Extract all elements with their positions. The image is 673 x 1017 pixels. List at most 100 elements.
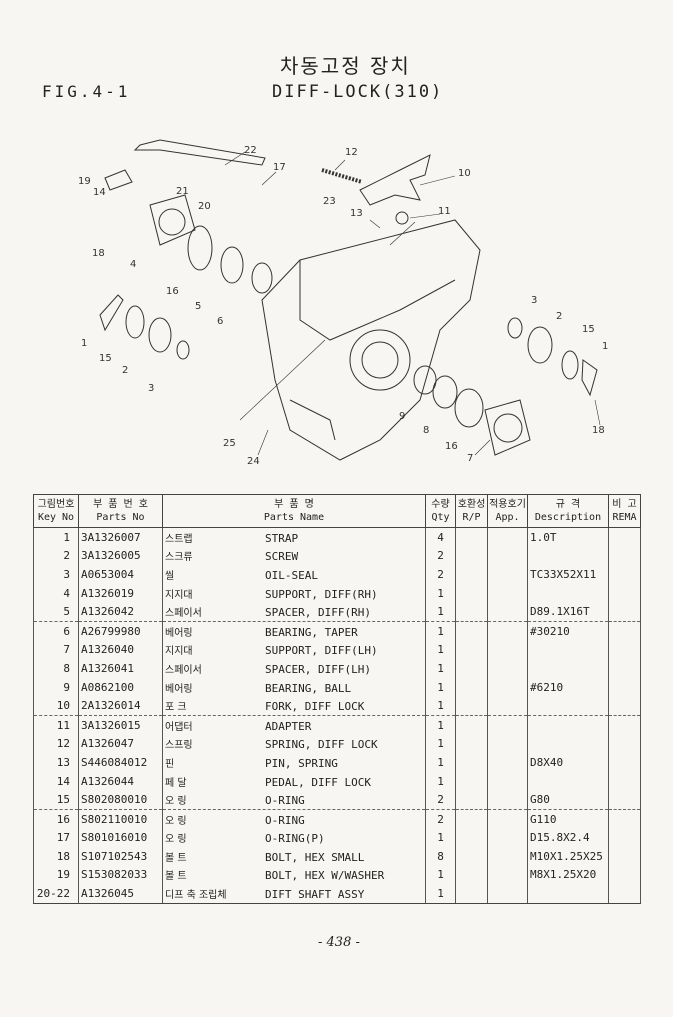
fork	[359, 154, 431, 206]
remarks	[608, 527, 641, 547]
qty: 4	[425, 527, 456, 547]
callout-label: 1	[602, 341, 609, 352]
qty: 1	[425, 884, 456, 904]
column-header-ko: 규 격	[555, 499, 581, 510]
qty: 2	[425, 546, 456, 566]
callout-label: 2	[122, 365, 129, 376]
rp	[455, 640, 488, 660]
app	[487, 884, 528, 904]
app	[487, 771, 528, 791]
part-name-ko: 어댑터	[165, 721, 193, 733]
remarks	[608, 677, 641, 697]
callout-label: 24	[247, 456, 260, 467]
part-name-ko: 볼 트	[165, 871, 187, 883]
qty: 1	[425, 640, 456, 660]
key-no: 18	[33, 847, 79, 866]
part-name-ko: 스프링	[165, 740, 193, 752]
part-name-ko: 스크류	[165, 552, 193, 564]
spacer-5	[220, 246, 244, 284]
part-no: A0653004	[78, 565, 163, 584]
part-no: S802110010	[78, 809, 163, 829]
part-no: A1326040	[78, 640, 163, 660]
support-rh	[149, 194, 196, 246]
description	[527, 884, 609, 904]
column-header-en: Parts No	[96, 512, 145, 523]
part-name-ko: 지지대	[165, 646, 193, 658]
callout-label: 5	[195, 301, 202, 312]
part-name-ko: 스페이서	[165, 664, 202, 676]
app	[487, 696, 528, 716]
app	[487, 753, 528, 772]
description	[527, 659, 609, 678]
remarks	[608, 696, 641, 716]
part-name-ko: 씰	[165, 570, 175, 582]
description: G80	[527, 790, 609, 810]
key-no: 19	[33, 865, 79, 885]
app	[487, 640, 528, 660]
callout-label: 21	[176, 186, 189, 197]
qty: 1	[425, 659, 456, 678]
remarks	[608, 640, 641, 660]
callout-label: 12	[345, 147, 358, 158]
key-no: 17	[33, 828, 79, 848]
column-header-en: REMA	[612, 512, 637, 523]
qty: 1	[425, 696, 456, 716]
callout-label: 16	[445, 441, 458, 452]
key-no: 11	[33, 715, 79, 735]
diff-shaft	[133, 139, 266, 166]
callout-label: 8	[423, 425, 430, 436]
part-name-en: BEARING, TAPER	[265, 625, 358, 639]
part-no: 3A1326015	[78, 715, 163, 735]
part-name-en: BEARING, BALL	[265, 681, 352, 695]
callout-label: 1	[81, 338, 88, 349]
remarks	[608, 828, 641, 848]
part-name-ko: 포 크	[165, 702, 187, 714]
description	[527, 546, 609, 566]
column-header-en: App.	[495, 512, 520, 523]
rp	[455, 565, 488, 584]
callout-label: 6	[217, 316, 224, 327]
rp	[455, 771, 488, 791]
part-name-en: PEDAL, DIFF LOCK	[265, 775, 371, 789]
column-header-ko: 호환성	[457, 499, 486, 510]
key-no: 15	[33, 790, 79, 810]
part-name-ko: 핀	[165, 758, 175, 770]
rp	[455, 715, 488, 735]
callout-label: 7	[467, 453, 474, 464]
column-header-ko: 수량	[431, 499, 450, 510]
part-no: A1326044	[78, 771, 163, 791]
column-header-en: Description	[534, 512, 602, 523]
part-name-ko: 오 링	[165, 815, 187, 827]
column-header-ko: 부 품 번 호	[93, 499, 148, 510]
app	[487, 847, 528, 866]
part-no: S107102543	[78, 847, 163, 866]
part-name-en: PIN, SPRING	[265, 756, 338, 770]
part-name: 베어링 BEARING, BALL	[162, 677, 426, 697]
part-name-ko: 오 링	[165, 834, 187, 846]
part-name-ko: 스트랩	[165, 533, 193, 545]
part-no: A1326047	[78, 734, 163, 754]
column-header-ko: 비 고	[612, 499, 637, 510]
key-no: 12	[33, 734, 79, 754]
description	[527, 696, 609, 716]
key-no: 20-22	[33, 884, 79, 904]
callout-label: 15	[99, 353, 112, 364]
part-no: A1326041	[78, 659, 163, 678]
app	[487, 527, 528, 547]
part-name-ko: 베어링	[165, 683, 193, 695]
remarks	[608, 734, 641, 754]
part-name-en: O-RING(P)	[265, 832, 325, 846]
part-no: 3A1326005	[78, 546, 163, 566]
